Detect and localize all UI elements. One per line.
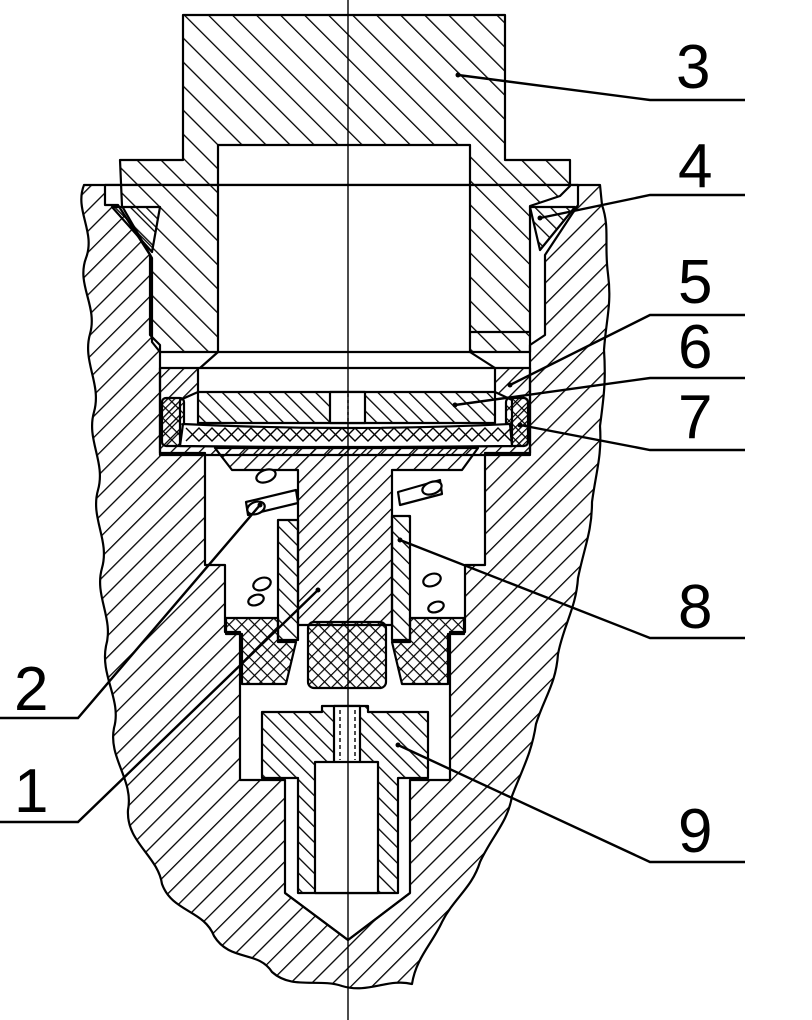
label-part-7: 7 <box>678 383 712 452</box>
bore-chamfer-left <box>199 351 219 369</box>
leader-part-5 <box>509 313 745 387</box>
leader-part-6 <box>454 376 745 407</box>
plug-threaded-bore <box>313 760 380 895</box>
guide-block-right <box>390 616 466 686</box>
label-part-6: 6 <box>678 313 712 382</box>
sleeve-part-8-right <box>390 514 412 642</box>
leader-dot-3 <box>455 72 461 78</box>
valve-insert-block <box>306 620 388 690</box>
sleeve-part-8-left <box>276 518 300 642</box>
label-part-2: 2 <box>14 655 48 724</box>
spring-coil-right-low-a <box>422 572 442 588</box>
guide-block-left <box>224 616 298 686</box>
leader-part-3 <box>457 73 745 102</box>
label-part-4: 4 <box>678 132 712 201</box>
label-part-5: 5 <box>678 248 712 317</box>
leader-dot-2 <box>257 502 263 508</box>
leader-dot-5 <box>507 382 513 388</box>
leader-part-7 <box>519 423 745 452</box>
leader-part-8 <box>399 538 745 640</box>
label-part-8: 8 <box>678 573 712 642</box>
spring-coil-right-low-b <box>427 600 445 614</box>
leader-dot-7 <box>517 422 523 428</box>
bore-tip-left <box>284 892 349 941</box>
leader-dot-8 <box>397 537 403 543</box>
spring-coil-right-top <box>421 480 443 496</box>
leader-part-4 <box>539 193 745 220</box>
seal-ring-part-4-left <box>110 205 162 254</box>
label-part-3: 3 <box>676 33 710 102</box>
spring-coil-left-low-b <box>247 593 265 607</box>
leader-part-2 <box>0 504 261 720</box>
bore-chamfer-right <box>469 351 496 369</box>
label-part-1: 1 <box>14 757 48 826</box>
plug-pin-bore <box>332 704 362 766</box>
leader-part-9 <box>397 743 745 864</box>
leader-lines <box>0 72 745 864</box>
corner-seal-left <box>160 396 186 448</box>
spring-coil-left-low-a <box>252 576 272 592</box>
spring-coil-left-top <box>255 468 277 484</box>
leader-dot-1 <box>315 587 321 593</box>
leader-dot-9 <box>395 742 401 748</box>
bore-tip-right <box>347 892 411 941</box>
label-part-9: 9 <box>678 797 712 866</box>
leader-dot-4 <box>537 215 543 221</box>
leader-dot-6 <box>452 402 458 408</box>
leader-part-1 <box>0 589 319 824</box>
